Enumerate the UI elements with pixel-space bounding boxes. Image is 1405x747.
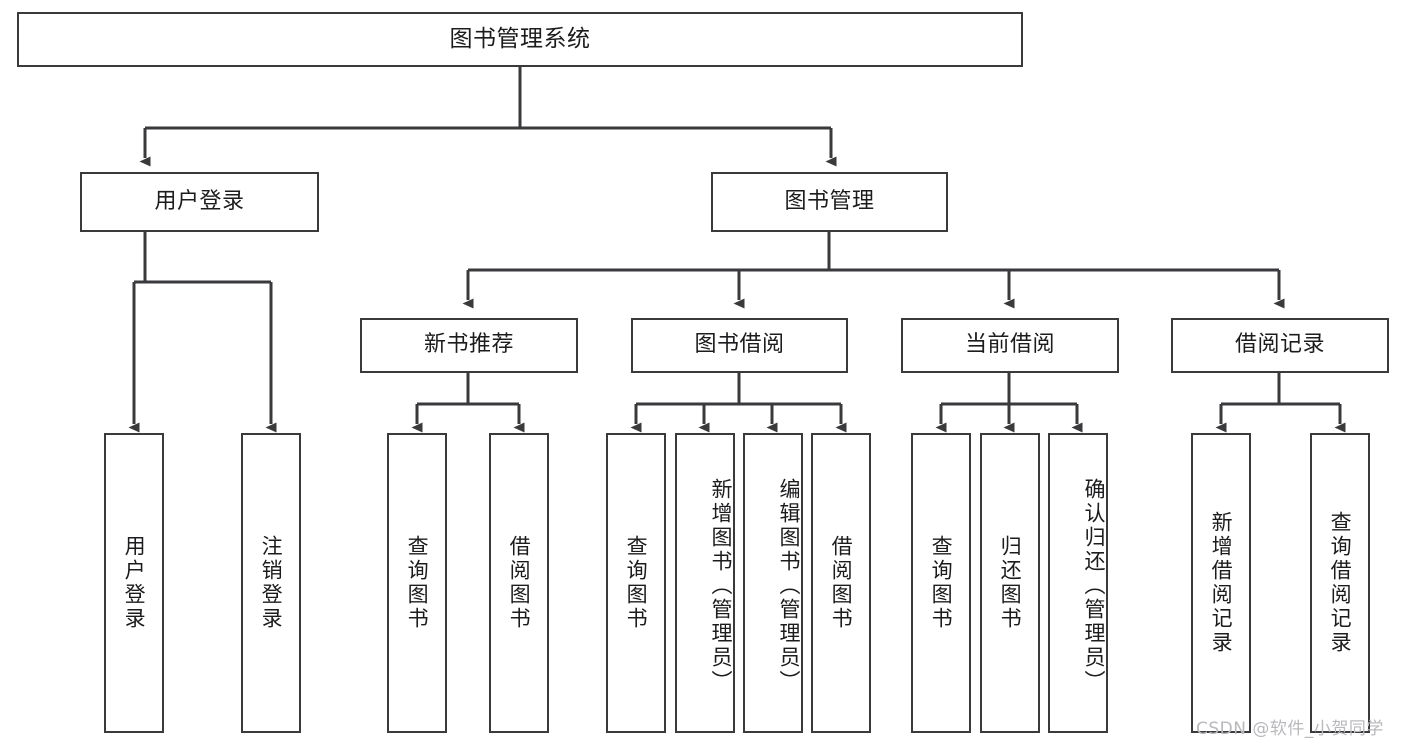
leaf-query-book-1[interactable]: 查询图书 (387, 433, 447, 733)
leaf-borrow-book-2-label: 借阅图书 (829, 535, 854, 631)
leaf-add-book[interactable]: 新增图书（管理员） (675, 433, 735, 733)
leaf-confirm-return[interactable]: 确认归还（管理员） (1048, 433, 1108, 733)
leaf-borrow-book-2[interactable]: 借阅图书 (811, 433, 871, 733)
node-current-borrow[interactable]: 当前借阅 (901, 318, 1119, 373)
node-book-borrow-label: 图书借阅 (694, 332, 785, 358)
leaf-query-record[interactable]: 查询借阅记录 (1310, 433, 1370, 733)
node-book-manage-label: 图书管理 (784, 188, 875, 214)
node-root-label: 图书管理系统 (449, 25, 591, 52)
leaf-user-login-label: 用户登录 (122, 535, 147, 631)
leaf-return-book[interactable]: 归还图书 (980, 433, 1040, 733)
leaf-borrow-book-1-label: 借阅图书 (507, 535, 532, 631)
leaf-query-book-1-label: 查询图书 (405, 535, 430, 631)
node-user-login-label: 用户登录 (154, 188, 245, 214)
csdn-watermark: CSDN @软件_小贺同学 (1196, 719, 1384, 739)
leaf-return-book-label: 归还图书 (998, 535, 1023, 631)
leaf-query-book-3-label: 查询图书 (929, 535, 954, 631)
leaf-add-book-label: 新增图书（管理员） (709, 478, 733, 694)
leaf-add-record-label: 新增借阅记录 (1209, 511, 1234, 655)
node-user-login[interactable]: 用户登录 (80, 172, 319, 232)
node-borrow-record[interactable]: 借阅记录 (1171, 318, 1389, 373)
leaf-user-login[interactable]: 用户登录 (104, 433, 164, 733)
leaf-query-book-2-label: 查询图书 (624, 535, 649, 631)
leaf-edit-book[interactable]: 编辑图书（管理员） (743, 433, 803, 733)
leaf-query-record-label: 查询借阅记录 (1328, 511, 1353, 655)
leaf-edit-book-label: 编辑图书（管理员） (777, 478, 801, 694)
leaf-user-logout-label: 注销登录 (259, 535, 284, 631)
leaf-user-logout[interactable]: 注销登录 (241, 433, 301, 733)
node-current-borrow-label: 当前借阅 (964, 332, 1055, 358)
leaf-borrow-book-1[interactable]: 借阅图书 (489, 433, 549, 733)
node-book-manage[interactable]: 图书管理 (711, 172, 948, 232)
node-new-book-rec-label: 新书推荐 (423, 332, 514, 358)
leaf-query-book-3[interactable]: 查询图书 (911, 433, 971, 733)
leaf-add-record[interactable]: 新增借阅记录 (1191, 433, 1251, 733)
node-borrow-record-label: 借阅记录 (1234, 332, 1325, 358)
node-new-book-rec[interactable]: 新书推荐 (360, 318, 578, 373)
node-root[interactable]: 图书管理系统 (17, 12, 1023, 67)
leaf-query-book-2[interactable]: 查询图书 (606, 433, 666, 733)
node-book-borrow[interactable]: 图书借阅 (631, 318, 848, 373)
leaf-confirm-return-label: 确认归还（管理员） (1082, 478, 1106, 694)
